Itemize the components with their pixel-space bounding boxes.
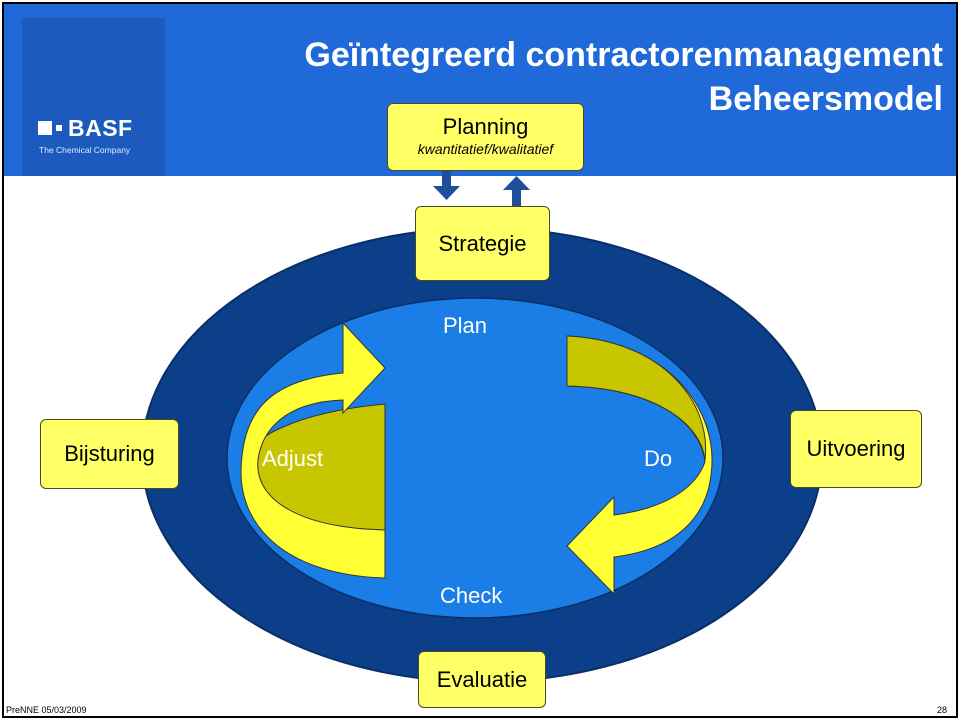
strategie-box: Strategie xyxy=(415,206,550,281)
do-label: Do xyxy=(644,446,673,471)
planning-box: Planning kwantitatief/kwalitatief xyxy=(387,103,584,171)
planning-label: Planning xyxy=(442,114,529,139)
page-subtitle: Beheersmodel xyxy=(708,80,943,118)
planning-sublabel: kwantitatief/kwalitatief xyxy=(417,141,554,157)
check-label: Check xyxy=(440,583,503,608)
evaluatie-box: Evaluatie xyxy=(418,651,546,708)
bijsturing-box: Bijsturing xyxy=(40,419,179,489)
page-number: 28 xyxy=(936,705,947,715)
logo-tagline: The Chemical Company xyxy=(39,145,131,155)
logo-panel xyxy=(22,18,165,176)
do-arrow-icon xyxy=(566,335,713,596)
adjust-arrow-icon xyxy=(240,321,386,579)
uitvoering-box: Uitvoering xyxy=(790,410,922,488)
footer-date: PreNNE 05/03/2009 xyxy=(6,705,87,715)
adjust-label: Adjust xyxy=(262,446,324,471)
page-title: Geïntegreerd contractorenmanagement xyxy=(304,36,943,74)
logo-brand-text: BASF xyxy=(68,115,133,141)
basf-logo: BASF xyxy=(38,115,133,142)
arrow-down-icon xyxy=(433,171,460,200)
plan-label: Plan xyxy=(443,313,488,338)
arrow-up-icon xyxy=(503,176,530,206)
